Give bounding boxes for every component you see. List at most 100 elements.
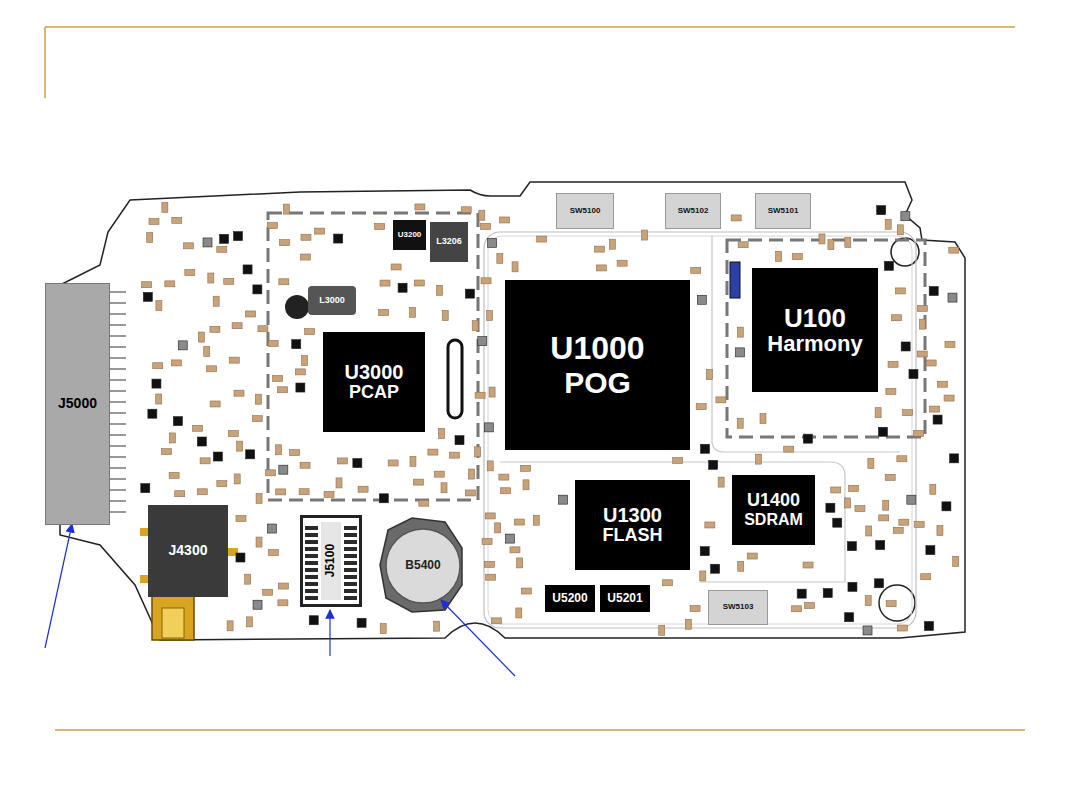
- capacitor-part: [290, 450, 300, 456]
- resistor-part: [484, 423, 493, 432]
- capacitor-part: [486, 574, 496, 580]
- capacitor-part: [819, 234, 825, 244]
- capacitor-part: [784, 446, 794, 452]
- connector-pin: [110, 423, 126, 424]
- connector-pin: [110, 390, 126, 391]
- capacitor-part: [237, 441, 243, 451]
- capacitor-part: [380, 624, 386, 634]
- small-chip: [709, 460, 718, 469]
- capacitor-part: [428, 449, 438, 455]
- capacitor-part: [388, 460, 398, 466]
- capacitor-part: [229, 357, 239, 363]
- part-function: SDRAM: [744, 511, 803, 529]
- connector-pin: [110, 401, 126, 402]
- part-designator: J5100: [324, 544, 337, 577]
- connector-pin: [344, 596, 357, 600]
- connector-pin: [110, 456, 126, 457]
- small-parts: [141, 202, 959, 635]
- capacitor-part: [895, 288, 905, 294]
- frame-rule: [44, 27, 46, 98]
- small-chip: [848, 582, 857, 591]
- small-chip: [220, 234, 229, 243]
- capacitor-part: [156, 301, 162, 311]
- capacitor-part: [696, 404, 706, 410]
- capacitor-part: [523, 480, 529, 490]
- resistor-part: [253, 600, 262, 609]
- capacitor-part: [949, 247, 959, 253]
- capacitor-part: [266, 470, 276, 476]
- capacitor-part: [434, 621, 440, 631]
- capacitor-part: [685, 619, 691, 629]
- capacitor-part: [845, 237, 851, 247]
- capacitor-part: [337, 458, 347, 464]
- capacitor-part: [468, 469, 474, 479]
- capacitor-part: [930, 484, 936, 494]
- capacitor-part: [481, 278, 491, 284]
- part-function: Harmony: [767, 332, 862, 356]
- part-designator: U1400: [747, 491, 800, 511]
- capacitor-part: [731, 215, 741, 221]
- capacitor-part: [465, 490, 475, 496]
- chip-part: U5200: [545, 585, 595, 612]
- capacitor-part: [224, 278, 234, 284]
- connector-part: J5000: [45, 283, 110, 525]
- small-chip: [292, 340, 301, 349]
- resistor-part: [267, 524, 276, 533]
- chip-part: U1000POG: [505, 280, 690, 450]
- capacitor-part: [208, 273, 214, 283]
- capacitor-part: [849, 485, 859, 491]
- small-chip: [942, 502, 951, 511]
- capacitor-part: [246, 617, 252, 627]
- frame-rule: [45, 26, 1015, 28]
- small-chip: [845, 613, 854, 622]
- capacitor-part: [234, 474, 240, 484]
- small-chip: [797, 589, 806, 598]
- capacitor-part: [792, 606, 802, 612]
- capacitor-part: [273, 376, 283, 382]
- capacitor-part: [441, 483, 447, 493]
- capacitor-part: [897, 225, 903, 235]
- connector-pin: [110, 412, 126, 413]
- capacitor-part: [805, 602, 815, 608]
- capacitor-part: [831, 487, 841, 493]
- capacitor-part: [413, 479, 423, 485]
- part-designator: L3000: [319, 296, 345, 306]
- capacitor-part: [380, 280, 390, 286]
- capacitor-part: [738, 242, 748, 248]
- small-chip: [353, 459, 362, 468]
- small-chip: [173, 417, 182, 426]
- leader-arrow: [441, 600, 515, 676]
- part-designator: SW5101: [768, 207, 799, 216]
- capacitor-part: [921, 574, 931, 580]
- capacitor-part: [207, 366, 217, 372]
- capacitor-part: [184, 243, 194, 249]
- capacitor-part: [204, 346, 210, 356]
- small-chip: [357, 618, 366, 627]
- capacitor-part: [521, 465, 531, 471]
- capacitor-part: [480, 223, 490, 229]
- capacitor-part: [738, 561, 744, 571]
- board-region: [484, 232, 916, 628]
- capacitor-part: [937, 381, 947, 387]
- capacitor-part: [844, 498, 850, 508]
- board-outline: [60, 182, 965, 640]
- small-chip: [924, 621, 933, 630]
- capacitor-part: [213, 296, 219, 306]
- shield-outline: [268, 213, 478, 500]
- capacitor-part: [617, 260, 627, 266]
- capacitor-part: [803, 562, 813, 568]
- capacitor-part: [217, 481, 227, 487]
- connector-pin: [305, 575, 318, 579]
- part-designator: U5201: [607, 592, 642, 605]
- resistor-part: [735, 348, 744, 357]
- capacitor-part: [760, 414, 766, 424]
- capacitor-part: [501, 488, 511, 494]
- connector-pin: [110, 324, 126, 325]
- capacitor-part: [234, 390, 244, 396]
- chip-part: U3000PCAP: [323, 332, 425, 432]
- capacitor-part: [596, 265, 606, 271]
- capacitor-part: [662, 580, 672, 586]
- capacitor-part: [268, 550, 278, 556]
- small-chip: [711, 564, 720, 573]
- capacitor-part: [899, 519, 909, 525]
